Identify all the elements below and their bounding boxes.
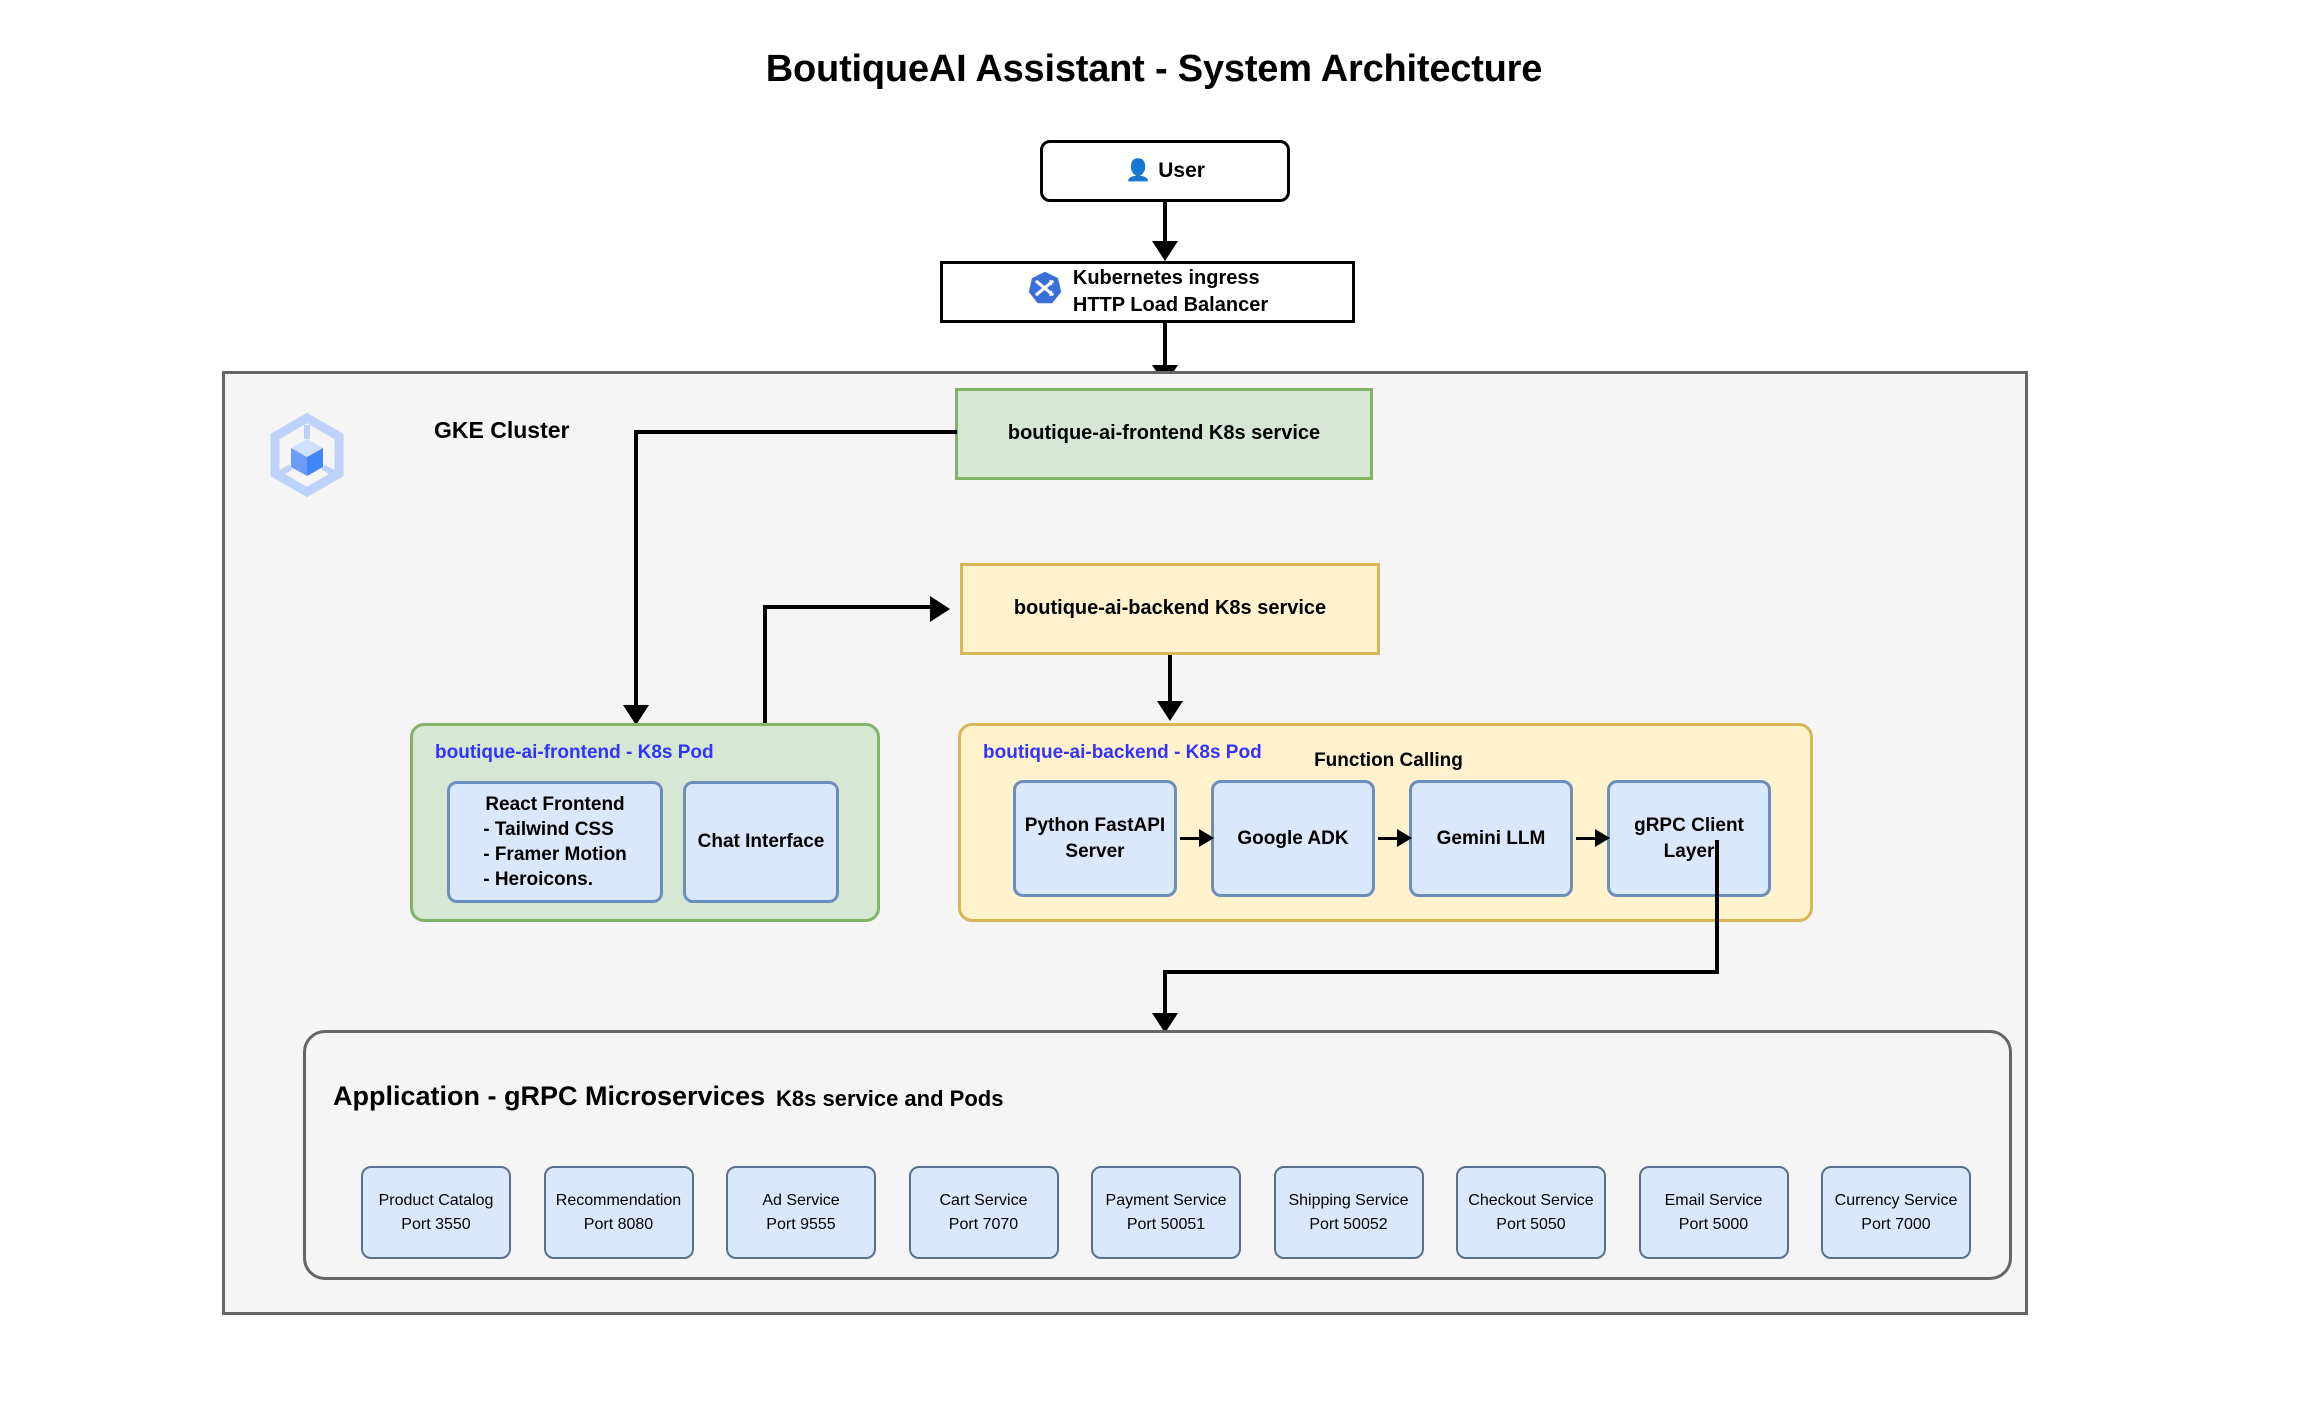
user-node: 👤 User — [1040, 140, 1290, 202]
microservice-label: Payment Service — [1105, 1192, 1227, 1210]
microservice-label: Cart Service — [939, 1192, 1028, 1210]
microservice-port: Port 5000 — [1678, 1215, 1749, 1233]
react-frontend-node: React Frontend - Tailwind CSS - Framer M… — [447, 781, 663, 903]
frontend-pod-container: boutique-ai-frontend - K8s Pod React Fro… — [410, 723, 880, 922]
microservice-product-catalog: Product Catalog Port 3550 — [361, 1166, 511, 1259]
ingress-line-2: HTTP Load Balancer — [1072, 294, 1269, 316]
microservice-port: Port 7000 — [1861, 1215, 1931, 1233]
microservice-port: Port 7070 — [948, 1215, 1019, 1233]
microservice-port: Port 50051 — [1126, 1215, 1206, 1233]
function-calling-annotation: Function Calling — [1314, 750, 1463, 771]
microservice-port: Port 50052 — [1309, 1215, 1388, 1233]
microservice-label: Product Catalog — [378, 1192, 494, 1210]
gke-cluster-icon — [265, 412, 349, 498]
chat-interface-node: Chat Interface — [683, 781, 839, 903]
microservices-row: Product Catalog Port 3550 Recommendation… — [361, 1166, 1971, 1259]
microservice-ad-service: Ad Service Port 9555 — [726, 1166, 876, 1259]
microservice-port: Port 5050 — [1496, 1215, 1566, 1233]
microservice-label: Recommendation — [555, 1192, 682, 1210]
kubernetes-icon — [1027, 270, 1063, 314]
ingress-text: Kubernetes ingress HTTP Load Balancer — [1073, 265, 1268, 319]
microservice-port: Port 9555 — [766, 1215, 836, 1233]
microservices-section-title: Application - gRPC Microservices — [333, 1081, 766, 1111]
microservice-label: Checkout Service — [1468, 1192, 1594, 1210]
microservice-email-service: Email Service Port 5000 — [1638, 1166, 1789, 1259]
microservice-currency-service: Currency Service Port 7000 — [1821, 1166, 1971, 1259]
microservice-recommendation: Recommendation Port 8080 — [543, 1166, 694, 1259]
backend-pod-label: boutique-ai-backend - K8s Pod — [983, 742, 1262, 763]
react-frontend-title: React Frontend — [485, 793, 625, 815]
gke-cluster-label: GKE Cluster — [434, 417, 570, 443]
microservice-payment-service: Payment Service Port 50051 — [1091, 1166, 1241, 1259]
frontend-k8s-service-node: boutique-ai-frontend K8s service — [955, 388, 1373, 480]
python-fastapi-line-1: Python FastAPI — [1024, 815, 1166, 837]
react-frontend-item-0: - Tailwind CSS — [483, 818, 614, 840]
backend-pod-container: boutique-ai-backend - K8s Pod Function C… — [958, 723, 1813, 922]
microservice-label: Ad Service — [762, 1192, 840, 1210]
backend-k8s-service-node: boutique-ai-backend K8s service — [960, 563, 1380, 655]
user-label: User — [1158, 158, 1205, 182]
python-fastapi-server-node: Python FastAPI Server — [1013, 780, 1177, 897]
kubernetes-ingress-node: Kubernetes ingress HTTP Load Balancer — [940, 261, 1355, 323]
microservices-section-subtitle: K8s service and Pods — [776, 1086, 1004, 1111]
microservice-port: Port 8080 — [583, 1215, 654, 1233]
microservice-shipping-service: Shipping Service Port 50052 — [1273, 1166, 1424, 1259]
grpc-client-layer-node: gRPC Client Layer — [1607, 780, 1771, 897]
ingress-line-1: Kubernetes ingress — [1072, 267, 1260, 289]
react-frontend-item-1: - Framer Motion — [483, 844, 627, 865]
microservice-label: Shipping Service — [1288, 1192, 1409, 1210]
frontend-pod-label: boutique-ai-frontend - K8s Pod — [435, 742, 714, 763]
python-fastapi-line-2: Server — [1065, 840, 1125, 862]
google-adk-node: Google ADK — [1211, 780, 1375, 897]
user-icon: 👤 — [1125, 158, 1152, 182]
grpc-client-line-1: gRPC Client — [1634, 815, 1744, 837]
microservice-cart-service: Cart Service Port 7070 — [908, 1166, 1059, 1259]
microservice-label: Email Service — [1664, 1192, 1763, 1210]
microservice-checkout-service: Checkout Service Port 5050 — [1456, 1166, 1606, 1259]
react-frontend-item-2: - Heroicons. — [483, 869, 594, 891]
page-title: BoutiqueAI Assistant - System Architectu… — [765, 48, 1543, 90]
gemini-llm-node: Gemini LLM — [1409, 780, 1573, 897]
microservices-section-container: Application - gRPC Microservices K8s ser… — [303, 1030, 2012, 1280]
microservice-label: Currency Service — [1834, 1192, 1958, 1210]
microservice-port: Port 3550 — [401, 1215, 471, 1233]
grpc-client-line-2: Layer — [1663, 840, 1715, 862]
